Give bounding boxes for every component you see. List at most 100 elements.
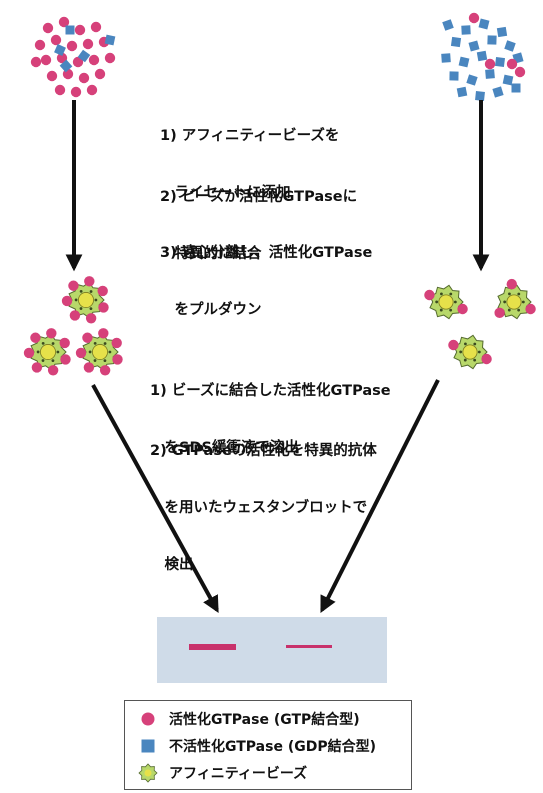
active-gtpase-dot — [30, 332, 41, 343]
step-bottom-1-line1: 1) ビーズに結合した活性化GTPase — [150, 383, 391, 399]
active-gtpase-dot — [457, 303, 468, 315]
active-gtpase-dot — [97, 285, 108, 297]
inactive-gtpase-square — [496, 26, 508, 38]
blot-band-weak — [286, 645, 332, 648]
inactive-gtpase-square — [104, 34, 116, 46]
step-top-2: 2) ビーズが活性化GTPaseに 特異的に結合 — [160, 150, 357, 283]
inactive-gtpase-square — [504, 40, 516, 52]
step-top-1-line2: ライセートに添加 — [160, 185, 291, 201]
inactive-gtpase-square — [485, 69, 495, 79]
inactive-gtpase-square — [441, 53, 451, 63]
active-gtpase-dot — [42, 22, 54, 34]
active-gtpase-dot — [82, 332, 93, 343]
active-gtpase-dot — [83, 362, 95, 373]
inactive-gtpase-square — [442, 19, 454, 31]
legend-item-beads: アフィニティービーズ — [125, 760, 411, 786]
active-gtpase-dot — [424, 289, 435, 301]
inactive-gtpase-square — [450, 36, 462, 48]
step-top-1: 1) アフィニティービーズを ライセートに添加 — [160, 89, 339, 222]
active-gtpase-dot — [448, 339, 459, 351]
active-gtpase-dot — [74, 24, 86, 36]
inactive-gtpase-square — [487, 35, 497, 45]
active-gtpase-dot — [66, 40, 78, 52]
arrow-left-diagonal — [91, 384, 219, 613]
inactive-gtpase-square — [492, 86, 504, 98]
active-gtpase-dot — [112, 354, 123, 365]
inactive-gtpase-square — [502, 74, 514, 86]
active-gtpase-dot — [68, 280, 79, 291]
lysate-cluster-left — [30, 16, 116, 98]
affinity-bead — [453, 334, 488, 370]
active-gtpase-dot — [46, 70, 58, 82]
active-gtpase-dot — [94, 68, 106, 80]
arrow-right-diagonal — [320, 379, 440, 614]
active-gtpase-dot — [104, 52, 116, 64]
active-gtpase-dot — [90, 21, 102, 33]
inactive-gtpase-square — [478, 18, 490, 30]
inactive-gtpase-square — [494, 56, 506, 68]
active-gtpase-dot — [514, 66, 526, 78]
lysate-cluster-right — [441, 12, 526, 101]
active-gtpase-dot — [468, 12, 480, 24]
inactive-gtpase-square — [511, 83, 521, 93]
active-gtpase-dot — [23, 347, 35, 359]
step-top-1-line1: 1) アフィニティービーズを — [160, 128, 340, 144]
inactive-gtpase-square — [77, 49, 91, 63]
inactive-gtpase-square — [59, 59, 73, 73]
active-gtpase-dot — [30, 56, 42, 68]
active-gtpase-dot — [58, 16, 70, 28]
blot-band-strong — [189, 644, 236, 650]
affinity-bead — [497, 284, 532, 320]
active-gtpase-dot — [506, 278, 517, 290]
inactive-gtpase-square — [475, 91, 485, 101]
step-bottom-1: 1) ビーズに結合した活性化GTPase をSDS緩衝液で溶出 — [150, 344, 391, 477]
pink-circle-icon — [141, 712, 155, 726]
active-gtpase-dot — [61, 295, 73, 307]
inactive-gtpase-square — [65, 25, 75, 35]
affinity-bead — [429, 284, 464, 320]
active-gtpase-dot — [75, 347, 87, 359]
active-gtpase-dot — [34, 39, 46, 51]
step-bottom-2: 2) GTPaseの活性化を特異的抗体 を用いたウェスタンブロットで 検出 — [150, 404, 377, 594]
bead-cluster-right — [424, 278, 536, 370]
step-bottom-1-line2: をSDS緩衝液で溶出 — [150, 440, 299, 456]
step-bottom-2-line1: 2) GTPaseの活性化を特異的抗体 — [150, 443, 377, 459]
step-bottom-2-line2: を用いたウェスタンブロットで — [150, 500, 368, 516]
blue-square-icon — [141, 739, 155, 753]
legend-label-beads: アフィニティービーズ — [169, 766, 308, 782]
active-gtpase-dot — [50, 34, 62, 46]
active-gtpase-dot — [98, 328, 109, 339]
legend-label-active: 活性化GTPase (GTP結合型) — [169, 712, 360, 728]
active-gtpase-dot — [84, 276, 95, 287]
inactive-gtpase-square — [458, 56, 470, 68]
active-gtpase-dot — [525, 303, 536, 315]
active-gtpase-dot — [506, 58, 518, 70]
active-gtpase-dot — [47, 365, 59, 376]
legend: 活性化GTPase (GTP結合型) 不活性化GTPase (GDP結合型) ア… — [124, 700, 412, 790]
active-gtpase-dot — [494, 307, 505, 319]
active-gtpase-dot — [82, 38, 94, 50]
affinity-bead-icon — [138, 763, 158, 783]
legend-label-inactive: 不活性化GTPase (GDP結合型) — [169, 739, 376, 755]
active-gtpase-dot — [72, 56, 84, 68]
bead-cluster-left — [23, 276, 123, 376]
active-gtpase-dot — [484, 58, 496, 70]
legend-item-active: 活性化GTPase (GTP結合型) — [125, 706, 411, 732]
active-gtpase-dot — [99, 365, 111, 376]
inactive-gtpase-square — [476, 50, 488, 62]
active-gtpase-dot — [111, 337, 122, 349]
active-gtpase-dot — [31, 362, 43, 373]
step-bottom-2-line3: 検出 — [150, 557, 194, 573]
inactive-gtpase-square — [466, 74, 478, 86]
active-gtpase-dot — [56, 52, 68, 64]
active-gtpase-dot — [69, 310, 81, 321]
active-gtpase-dot — [59, 337, 70, 349]
active-gtpase-dot — [78, 72, 90, 84]
affinity-bead — [30, 333, 67, 371]
active-gtpase-dot — [481, 353, 492, 365]
step-top-2-line2: 特異的に結合 — [160, 246, 262, 262]
inactive-gtpase-square — [54, 44, 66, 56]
inactive-gtpase-square — [456, 86, 468, 98]
step-top-2-line1: 2) ビーズが活性化GTPaseに — [160, 189, 358, 205]
step-top-3: 3) 遠心分離し、活性化GTPase をプルダウン — [160, 206, 372, 339]
